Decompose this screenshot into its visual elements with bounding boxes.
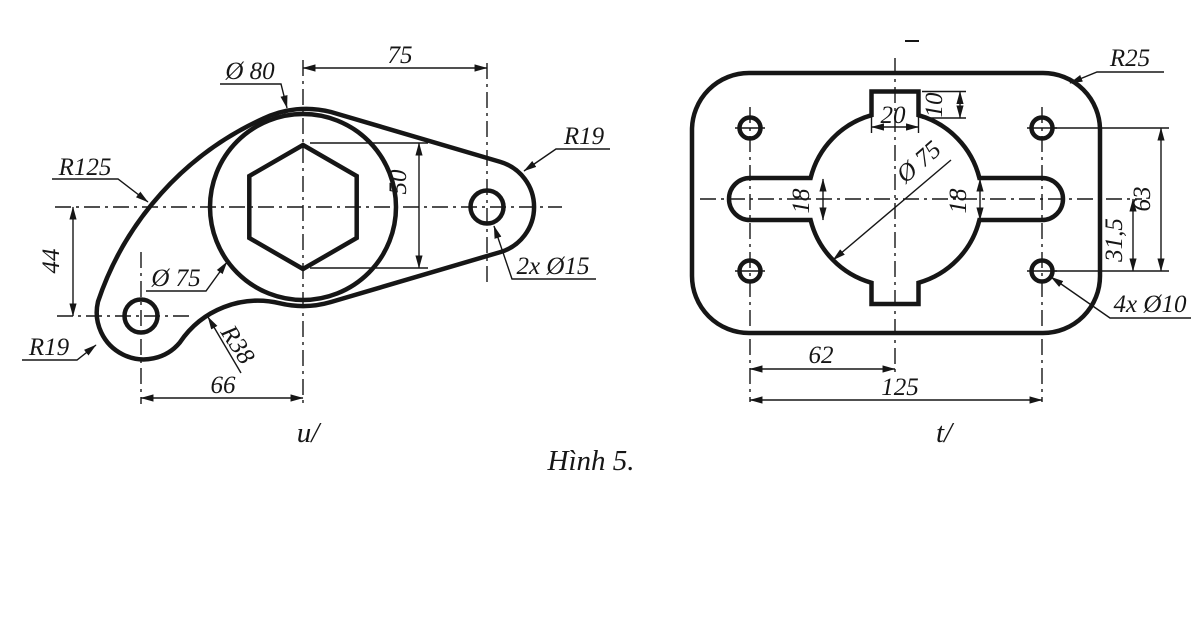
right-part-outline [689, 70, 1103, 336]
dim-label-hole-callout-15: 2x Ø15 [517, 253, 590, 280]
dim-label-hole-callout-10: 4x Ø10 [1114, 291, 1187, 318]
center-bore-with-keyways-and-slots [726, 89, 1066, 307]
right-hole-15 [468, 188, 506, 226]
hex-hole [247, 142, 359, 272]
left-view-label: u/ [297, 417, 323, 449]
dim-label-distance-66: 66 [211, 372, 237, 399]
dim-label-keyway-depth: 10 [921, 92, 948, 118]
dim-label-fillet-38: R38 [214, 320, 259, 370]
dim-label-distance-44: 44 [38, 249, 65, 274]
dim-label-slot-width-left: 18 [788, 188, 815, 214]
dim-label-row-spacing-63: 63 [1129, 187, 1156, 212]
dim-label-distance-75: 75 [388, 42, 413, 69]
dim-label-bore-diameter: Ø 75 [150, 265, 200, 292]
dim-label-spacing-125: 125 [881, 374, 919, 401]
dim-label-outer-diameter: Ø 80 [224, 58, 275, 85]
dim-label-row-offset-31-5: 31,5 [1101, 218, 1128, 263]
dim-label-radius-19-top: R19 [563, 123, 605, 150]
dim-label-bore-diameter-right: Ø 75 [891, 136, 947, 189]
left-leader-lines [22, 83, 610, 374]
left-dimension-lines [69, 64, 488, 402]
right-view-label: t/ [936, 417, 955, 449]
corner-hole-top-left [737, 115, 763, 141]
dim-label-radius-125: R125 [58, 154, 112, 181]
lever-outline [94, 106, 537, 362]
left-view-labels: Ø 80 75 R19 R125 50 44 Ø 75 R38 R19 66 2… [28, 42, 605, 449]
left-view-drawing [22, 60, 610, 405]
dim-label-corner-radius: R25 [1109, 45, 1150, 72]
right-leader-lines [832, 71, 1191, 319]
right-view-labels: R25 20 10 Ø 75 18 18 63 31,5 4x Ø10 62 1… [788, 45, 1187, 449]
right-view-drawing [689, 40, 1191, 404]
bore-circle-75 [207, 111, 399, 303]
left-part-outline [94, 106, 537, 362]
dim-label-keyway-width: 20 [881, 102, 907, 129]
right-crosshairs [735, 40, 1057, 272]
corner-hole-bottom-left [737, 258, 763, 284]
right-centerlines [700, 58, 1142, 402]
left-hole-15 [122, 297, 160, 335]
plate-outline [689, 70, 1103, 336]
figure-caption: Hình 5. [547, 445, 635, 477]
dim-label-slot-width-right: 18 [945, 188, 972, 214]
right-dimension-lines [749, 90, 1169, 404]
dim-label-spacing-62: 62 [809, 342, 834, 369]
corner-hole-bottom-right [1029, 258, 1055, 284]
dim-label-hex-50: 50 [385, 169, 412, 195]
corner-hole-top-right [1029, 115, 1055, 141]
dim-label-radius-19-bottom: R19 [28, 334, 70, 361]
